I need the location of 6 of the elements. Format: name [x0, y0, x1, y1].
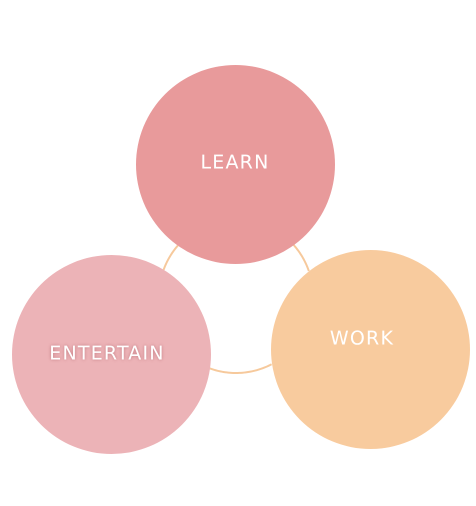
- circle-label: ENTERTAIN: [49, 343, 165, 364]
- connector-arc: [292, 244, 310, 272]
- circle-label: WORK: [330, 328, 394, 349]
- connector-arc: [162, 244, 179, 270]
- circle-label: LEARN: [200, 152, 270, 174]
- connector-arc: [209, 363, 272, 374]
